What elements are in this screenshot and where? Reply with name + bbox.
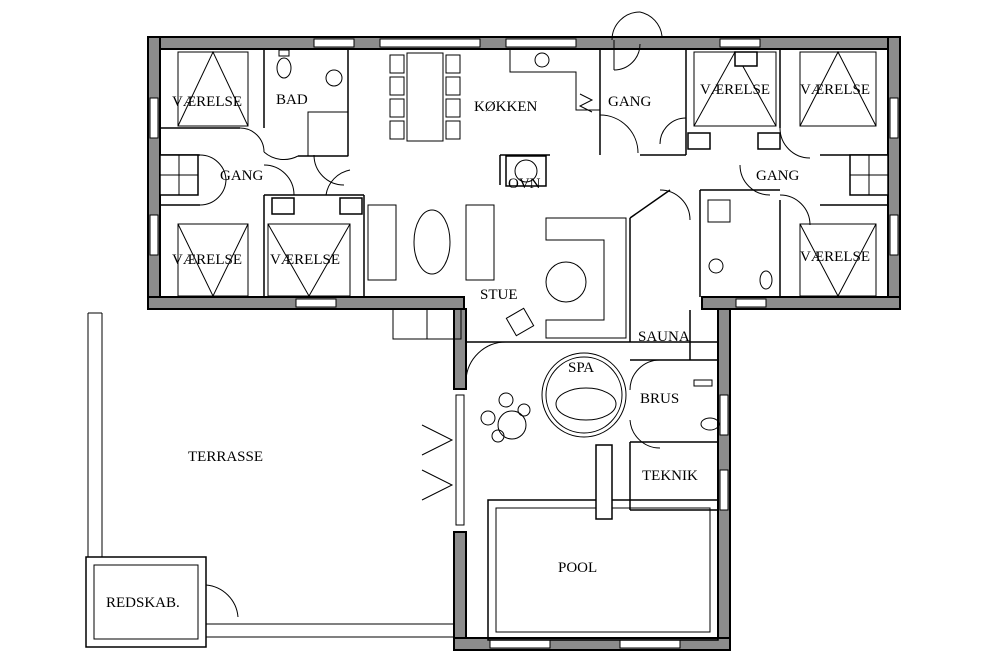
label-terrasse: TERRASSE <box>188 449 263 465</box>
label-vaerelse-nw: VÆRELSE <box>172 94 242 110</box>
terrace-outline <box>85 312 454 648</box>
kitchen-fixtures <box>505 49 600 187</box>
spa-tub <box>541 352 627 438</box>
windows <box>149 38 899 649</box>
dining-table <box>389 52 461 142</box>
lounge-tables <box>480 392 531 443</box>
label-sauna: SAUNA <box>638 329 690 345</box>
living-furniture <box>367 204 627 339</box>
outer-walls <box>147 36 901 651</box>
label-vaerelse-sw1: VÆRELSE <box>172 252 242 268</box>
door-swings <box>199 11 811 618</box>
label-teknik: TEKNIK <box>642 468 698 484</box>
beds <box>177 50 877 298</box>
label-spa: SPA <box>568 360 594 376</box>
label-vaerelse-sw2: VÆRELSE <box>270 252 340 268</box>
label-vaerelse-ne1: VÆRELSE <box>700 82 770 98</box>
label-gang-west: GANG <box>220 168 263 184</box>
label-brus: BRUS <box>640 391 679 407</box>
label-koekken: KØKKEN <box>474 99 537 115</box>
label-vaerelse-ne2: VÆRELSE <box>800 82 870 98</box>
label-ovn: OVN <box>508 176 541 192</box>
label-pool: POOL <box>558 560 597 576</box>
label-vaerelse-se: VÆRELSE <box>800 249 870 265</box>
label-redskab: REDSKAB. <box>106 595 180 611</box>
label-stue: STUE <box>480 287 518 303</box>
label-bad: BAD <box>276 92 308 108</box>
glass-blocks <box>159 154 889 196</box>
bathroom-fixtures <box>276 49 773 431</box>
label-gang-north: GANG <box>608 94 651 110</box>
label-gang-east: GANG <box>756 168 799 184</box>
